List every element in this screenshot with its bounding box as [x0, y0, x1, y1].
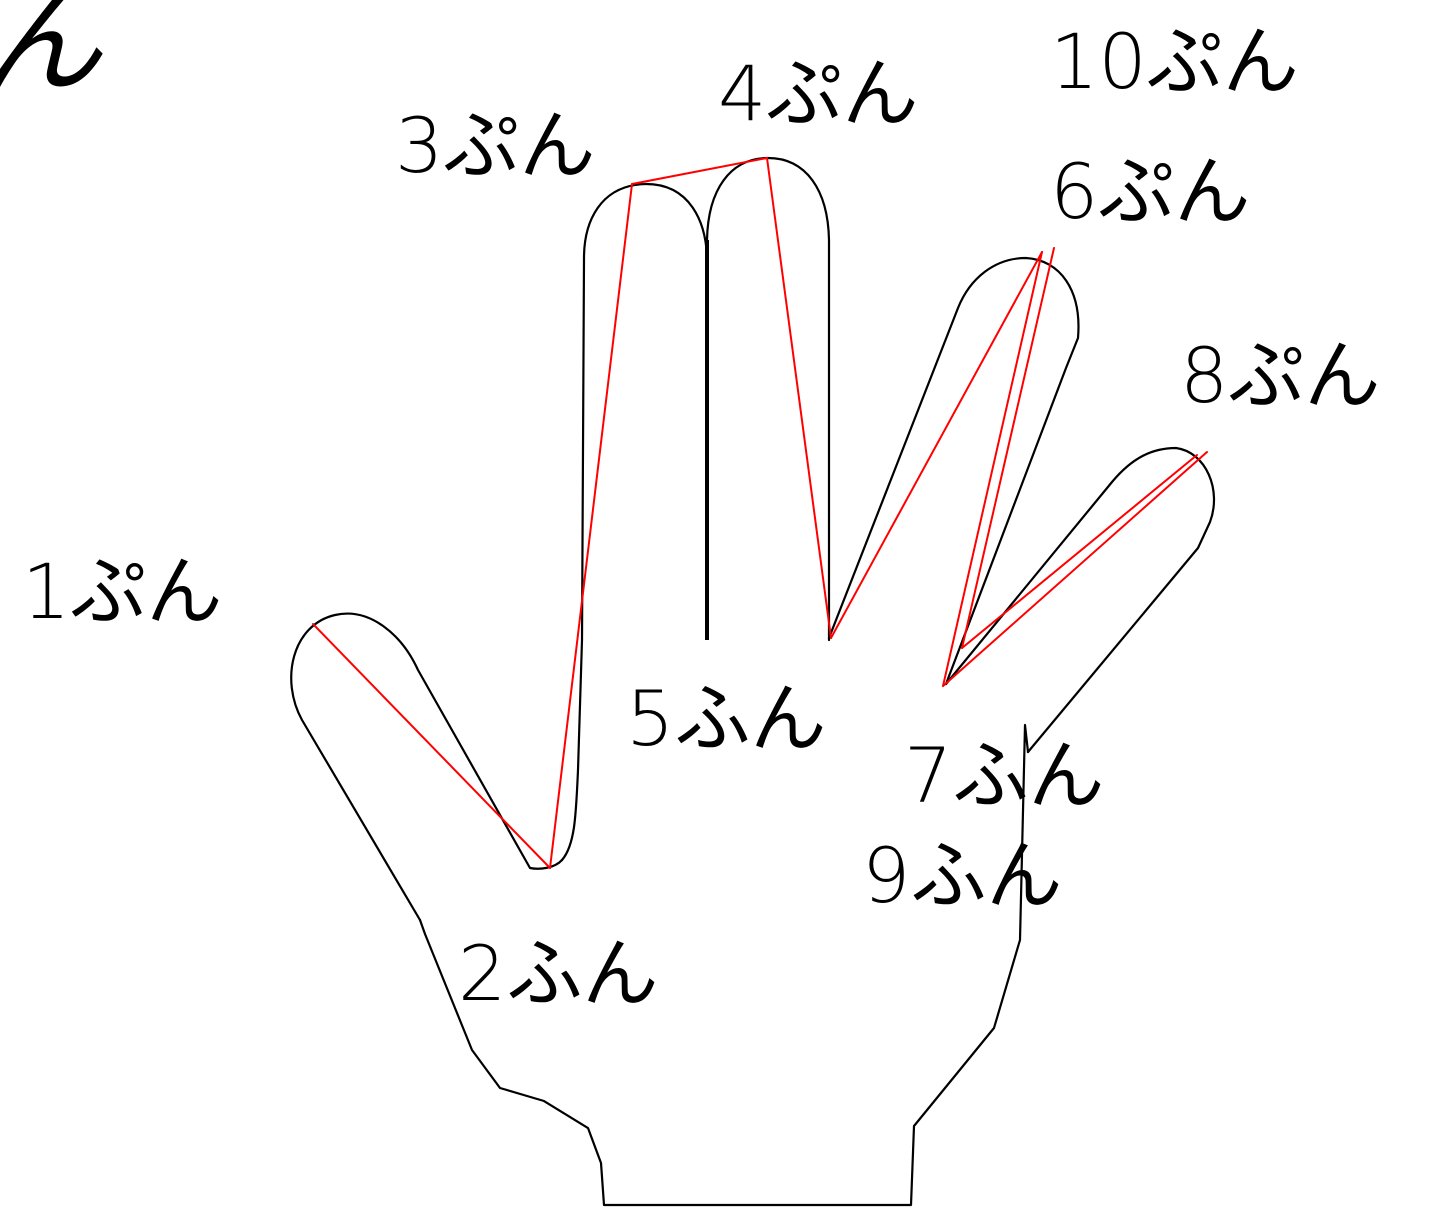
thumb-outline: [291, 614, 562, 920]
label-2-minutes: 2ふん: [458, 929, 658, 1018]
label-10-minutes: 10ぷん: [1050, 17, 1299, 106]
label-4-minutes: 4ぷん: [718, 49, 918, 138]
count-line-thumb: [313, 624, 550, 868]
label-1-minute: 1ぷん: [22, 547, 222, 636]
corner-text-fragment: ん: [0, 0, 103, 111]
middle-finger-outline: [707, 158, 829, 640]
label-8-minutes: 8ぷん: [1180, 331, 1380, 420]
count-line-ring-down-b: [962, 248, 1054, 648]
label-5-minutes: 5ふん: [626, 674, 826, 763]
label-6-minutes: 6ぷん: [1050, 147, 1250, 236]
count-line-middle-down: [767, 158, 831, 638]
label-7-minutes: 7ふん: [904, 731, 1104, 820]
ring-finger-outline: [829, 258, 1078, 684]
minute-labels: 1ぷん 2ふん 3ぷん 4ぷん 5ふん 6ぷん 7ふん 8ぷん 9ふん 10ぷん: [22, 17, 1380, 1018]
count-line-ring-up: [831, 252, 1042, 638]
count-line-index-middle-tip: [632, 158, 767, 184]
count-line-index-up: [550, 184, 632, 868]
label-3-minutes: 3ぷん: [395, 101, 595, 190]
label-9-minutes: 9ふん: [862, 831, 1062, 920]
count-line-pinky-b: [943, 452, 1207, 686]
